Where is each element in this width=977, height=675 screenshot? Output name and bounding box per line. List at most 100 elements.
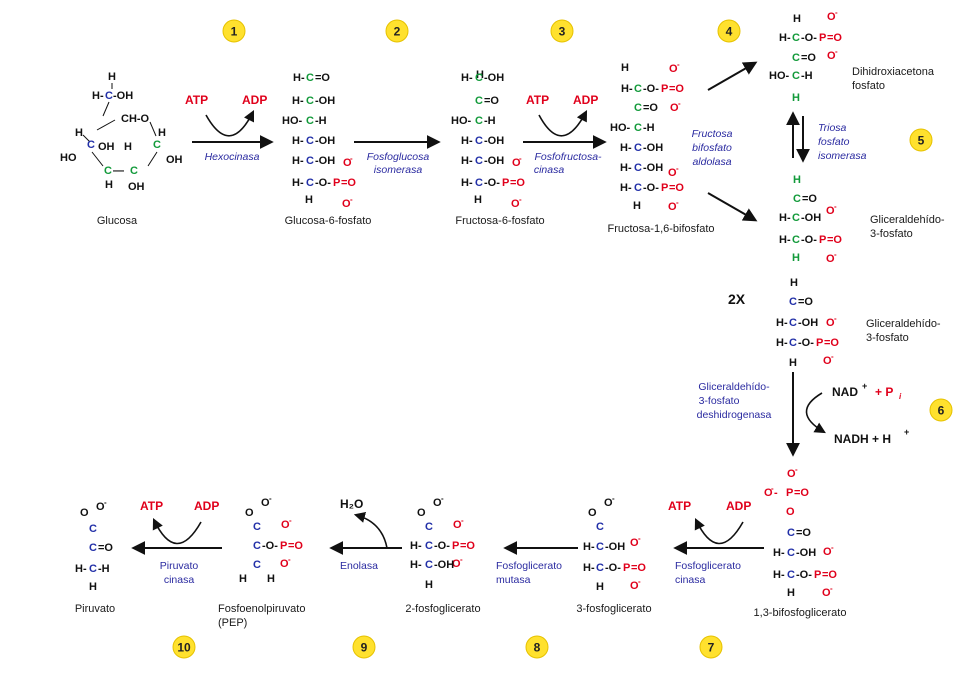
svg-text:H-: H- xyxy=(583,562,595,574)
svg-text:H-: H- xyxy=(461,177,473,189)
svg-text:C: C xyxy=(425,559,433,571)
svg-text:C: C xyxy=(475,115,483,127)
svg-text:6: 6 xyxy=(938,404,945,418)
svg-text:H-: H- xyxy=(410,559,422,571)
1-3-bisphosphoglycerate-structure: O- O--P=O O C=O H-C-OH O- H-C-O-P=O O- H xyxy=(764,465,837,599)
svg-text:=O: =O xyxy=(460,540,475,552)
svg-text:O: O xyxy=(827,11,836,23)
enzyme-pgi-2: isomerasa xyxy=(374,164,423,176)
svg-text:-: - xyxy=(676,198,679,207)
svg-text:H-: H- xyxy=(620,182,632,194)
pg2-label: 2-fosfoglicerato xyxy=(405,603,480,615)
svg-text:=O: =O xyxy=(798,296,813,308)
svg-text:H: H xyxy=(633,200,641,212)
svg-text:-OH: -OH xyxy=(798,317,818,329)
nadh-label: NADH + H + xyxy=(834,427,909,446)
svg-text:O: O xyxy=(822,587,831,599)
svg-text:C: C xyxy=(475,72,483,84)
svg-text:P: P xyxy=(623,562,630,574)
svg-text:8: 8 xyxy=(534,641,541,655)
svg-text:H-: H- xyxy=(779,234,791,246)
step9-water-arc xyxy=(353,511,388,549)
svg-text:C: C xyxy=(596,562,604,574)
step3-cofactor-arc xyxy=(538,110,588,137)
svg-text:H-: H- xyxy=(75,563,87,575)
svg-text:-: - xyxy=(519,154,522,163)
svg-text:P: P xyxy=(814,569,821,581)
svg-text:-: - xyxy=(834,314,837,323)
svg-text:C: C xyxy=(253,521,261,533)
svg-text:HO-: HO- xyxy=(769,70,790,82)
svg-text:H-: H- xyxy=(776,317,788,329)
svg-text:OH: OH xyxy=(98,141,115,153)
g6p-label: Glucosa-6-fosfato xyxy=(285,215,372,227)
svg-text:C: C xyxy=(787,547,795,559)
enzyme-pgk-2: cinasa xyxy=(675,574,706,586)
svg-text:C: C xyxy=(306,115,314,127)
svg-text:H-: H- xyxy=(621,83,633,95)
svg-text:-OH: -OH xyxy=(643,142,663,154)
svg-text:—: — xyxy=(113,165,124,177)
svg-text:=O: =O xyxy=(827,234,842,246)
svg-text:-: - xyxy=(288,555,291,564)
svg-text:O: O xyxy=(588,507,597,519)
svg-text:=O: =O xyxy=(802,193,817,205)
svg-text:H-: H- xyxy=(293,72,305,84)
step4-arrow-dhap xyxy=(707,61,758,91)
svg-text:C: C xyxy=(596,521,604,533)
enzyme-tpi-3: isomerasa xyxy=(818,150,867,162)
svg-text:C: C xyxy=(425,540,433,552)
svg-text:C: C xyxy=(792,70,800,82)
dhap-label-1: Dihidroxiacetona xyxy=(852,66,935,78)
svg-text:=O: =O xyxy=(643,102,658,114)
svg-text:C: C xyxy=(87,139,95,151)
svg-text:C: C xyxy=(153,139,161,151)
adp-label-1: ADP xyxy=(242,93,267,107)
svg-text:1: 1 xyxy=(231,25,238,39)
svg-text:C: C xyxy=(475,177,483,189)
enzyme-aldolase-2: bifosfato xyxy=(692,142,732,154)
svg-text:-O-: -O- xyxy=(643,83,659,95)
svg-text:H: H xyxy=(793,174,801,186)
svg-text:-: - xyxy=(835,8,838,17)
svg-text:=O: =O xyxy=(801,52,816,64)
fructose-6-phosphate-structure: H H-C-OH C=O HO-C-H H-C-OH H-C-OH H-C-O-… xyxy=(451,69,525,210)
svg-text:C: C xyxy=(475,155,483,167)
svg-text:10: 10 xyxy=(177,641,191,655)
svg-text:O: O xyxy=(281,519,290,531)
svg-text:O: O xyxy=(433,497,442,509)
g3p-structure-top: H C=O H-C-OH O- H-C-O-P=O O- H xyxy=(779,174,842,265)
atp-label-7: ATP xyxy=(668,499,691,513)
svg-text:P: P xyxy=(452,540,459,552)
svg-text:=O: =O xyxy=(98,542,113,554)
svg-text:C: C xyxy=(634,83,642,95)
svg-text:O: O xyxy=(280,558,289,570)
svg-text:O: O xyxy=(827,50,836,62)
enzyme-pgm-2: mutasa xyxy=(496,574,531,586)
svg-text:C: C xyxy=(634,142,642,154)
svg-text:-: - xyxy=(289,516,292,525)
pep-label-1: Fosfoenolpiruvato xyxy=(218,603,305,615)
svg-text:O: O xyxy=(245,507,254,519)
svg-text:-: - xyxy=(677,60,680,69)
svg-text:H-: H- xyxy=(779,212,791,224)
bpg13-label: 1,3-bifosfoglicerato xyxy=(754,607,847,619)
svg-text:-OH: -OH xyxy=(315,135,335,147)
enzyme-aldolase-1: Fructosa xyxy=(692,128,733,140)
svg-text:H-: H- xyxy=(620,162,632,174)
svg-text:-: - xyxy=(612,494,615,503)
enzyme-gapdh-2: 3-fosfato xyxy=(699,395,740,407)
svg-text:-OH: -OH xyxy=(605,541,625,553)
svg-text:H-: H- xyxy=(773,547,785,559)
svg-text:H-: H- xyxy=(461,135,473,147)
dhap-structure: H H-C-O-P=O O- O- C=O HO-C-H H xyxy=(769,8,842,104)
svg-text:O: O xyxy=(669,63,678,75)
svg-text:-: - xyxy=(269,494,272,503)
svg-text:C: C xyxy=(634,122,642,134)
svg-text:P: P xyxy=(280,540,287,552)
svg-text:-OH: -OH xyxy=(315,95,335,107)
svg-text:=O: =O xyxy=(669,182,684,194)
svg-text:C: C xyxy=(793,193,801,205)
f6p-label: Fructosa-6-fosfato xyxy=(455,215,544,227)
